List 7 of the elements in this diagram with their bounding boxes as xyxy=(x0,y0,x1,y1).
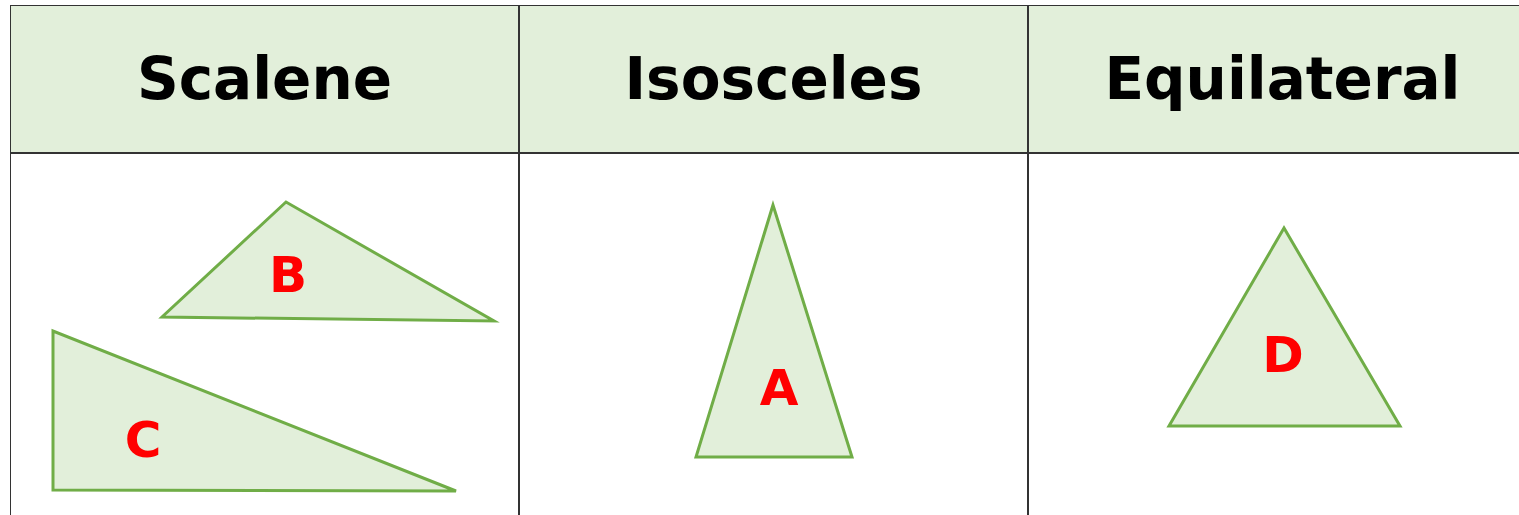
column-header: Equilateral xyxy=(1028,5,1519,153)
triangle-label: C xyxy=(124,415,162,465)
triangle-label: A xyxy=(759,363,799,413)
triangle-label: B xyxy=(268,250,308,300)
column-header: Scalene xyxy=(10,5,519,153)
triangle-label: D xyxy=(1262,330,1304,380)
column-header: Isosceles xyxy=(519,5,1028,153)
